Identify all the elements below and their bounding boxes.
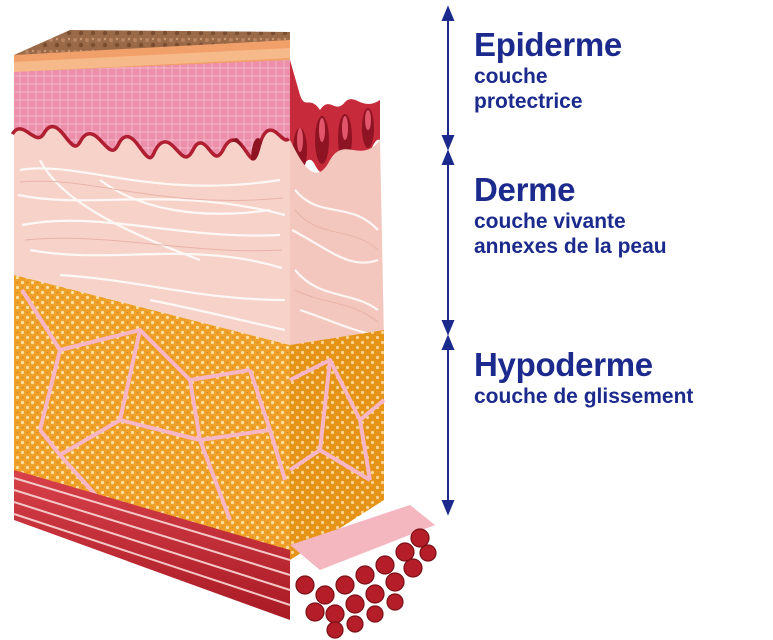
hypoderme-desc-line1: couche de glissement (474, 385, 693, 410)
label-epiderme: Epiderme couche protectrice (474, 26, 622, 114)
epiderme-desc-line2: protectrice (474, 90, 622, 115)
layer-arrows (443, 8, 453, 513)
label-derme: Derme couche vivante annexes de la peau (474, 171, 667, 259)
label-hypoderme: Hypoderme couche de glissement (474, 346, 693, 410)
derme-title: Derme (474, 171, 667, 210)
epiderme-title: Epiderme (474, 26, 622, 65)
derme-desc-line1: couche vivante (474, 210, 667, 235)
derme-desc-line2: annexes de la peau (474, 235, 667, 260)
hypoderme-title: Hypoderme (474, 346, 693, 385)
epiderme-desc-line1: couche (474, 65, 622, 90)
